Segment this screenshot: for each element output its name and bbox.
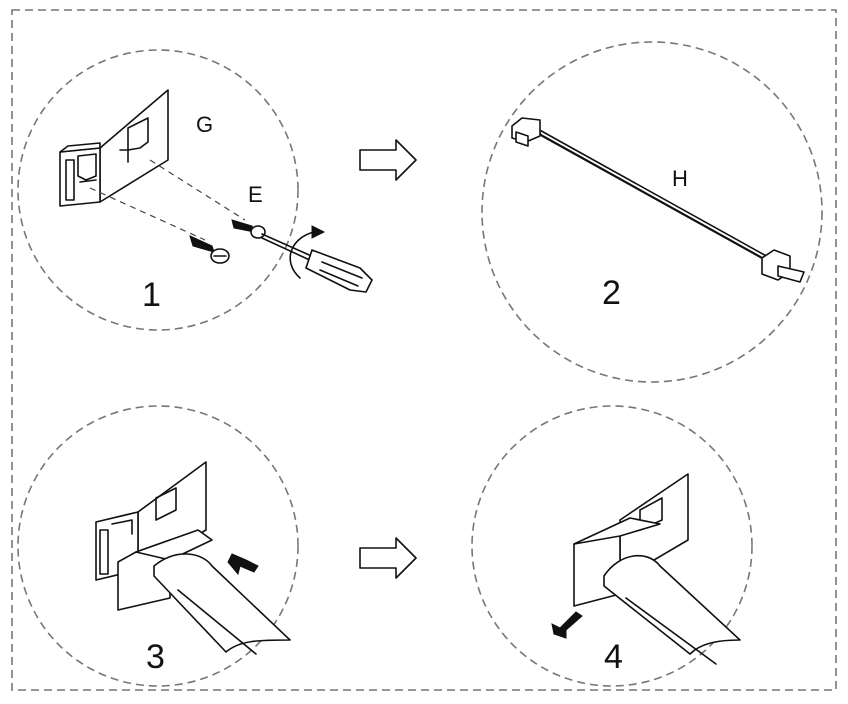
step-3-number: 3 (146, 638, 165, 676)
rotate-icon (289, 231, 315, 279)
step-4-circle (471, 405, 753, 687)
label-g: G (196, 112, 213, 137)
step-3-circle (17, 405, 299, 687)
label-h: H (672, 166, 688, 191)
screwdriver (261, 233, 373, 293)
step-3-panel: 3 (17, 405, 299, 687)
step-1-panel: G E 1 (17, 49, 373, 331)
step-1-number: 1 (142, 276, 161, 314)
rotate-arrowhead-icon (311, 225, 326, 239)
step-2-number: 2 (602, 274, 621, 312)
step-2-panel: H 2 (481, 41, 823, 383)
label-e: E (248, 182, 263, 207)
guide-line-upper (149, 159, 246, 221)
screw-lower (189, 235, 230, 264)
screw-e (231, 219, 266, 239)
step-arrow-3-icon (359, 537, 417, 579)
push-arrow-3-icon (227, 553, 259, 576)
rod-end-step-3 (117, 529, 291, 655)
assembled-joint-step-4 (573, 517, 741, 665)
rod-h (511, 117, 805, 283)
bracket-g (59, 89, 169, 207)
step-4-panel: 4 (471, 405, 753, 687)
push-arrow-4-icon (551, 611, 583, 639)
step-arrow-1-icon (359, 139, 417, 181)
outer-frame (11, 9, 837, 691)
step-1-circle (17, 49, 299, 331)
step-2-circle (481, 41, 823, 383)
step-4-number: 4 (604, 638, 623, 676)
